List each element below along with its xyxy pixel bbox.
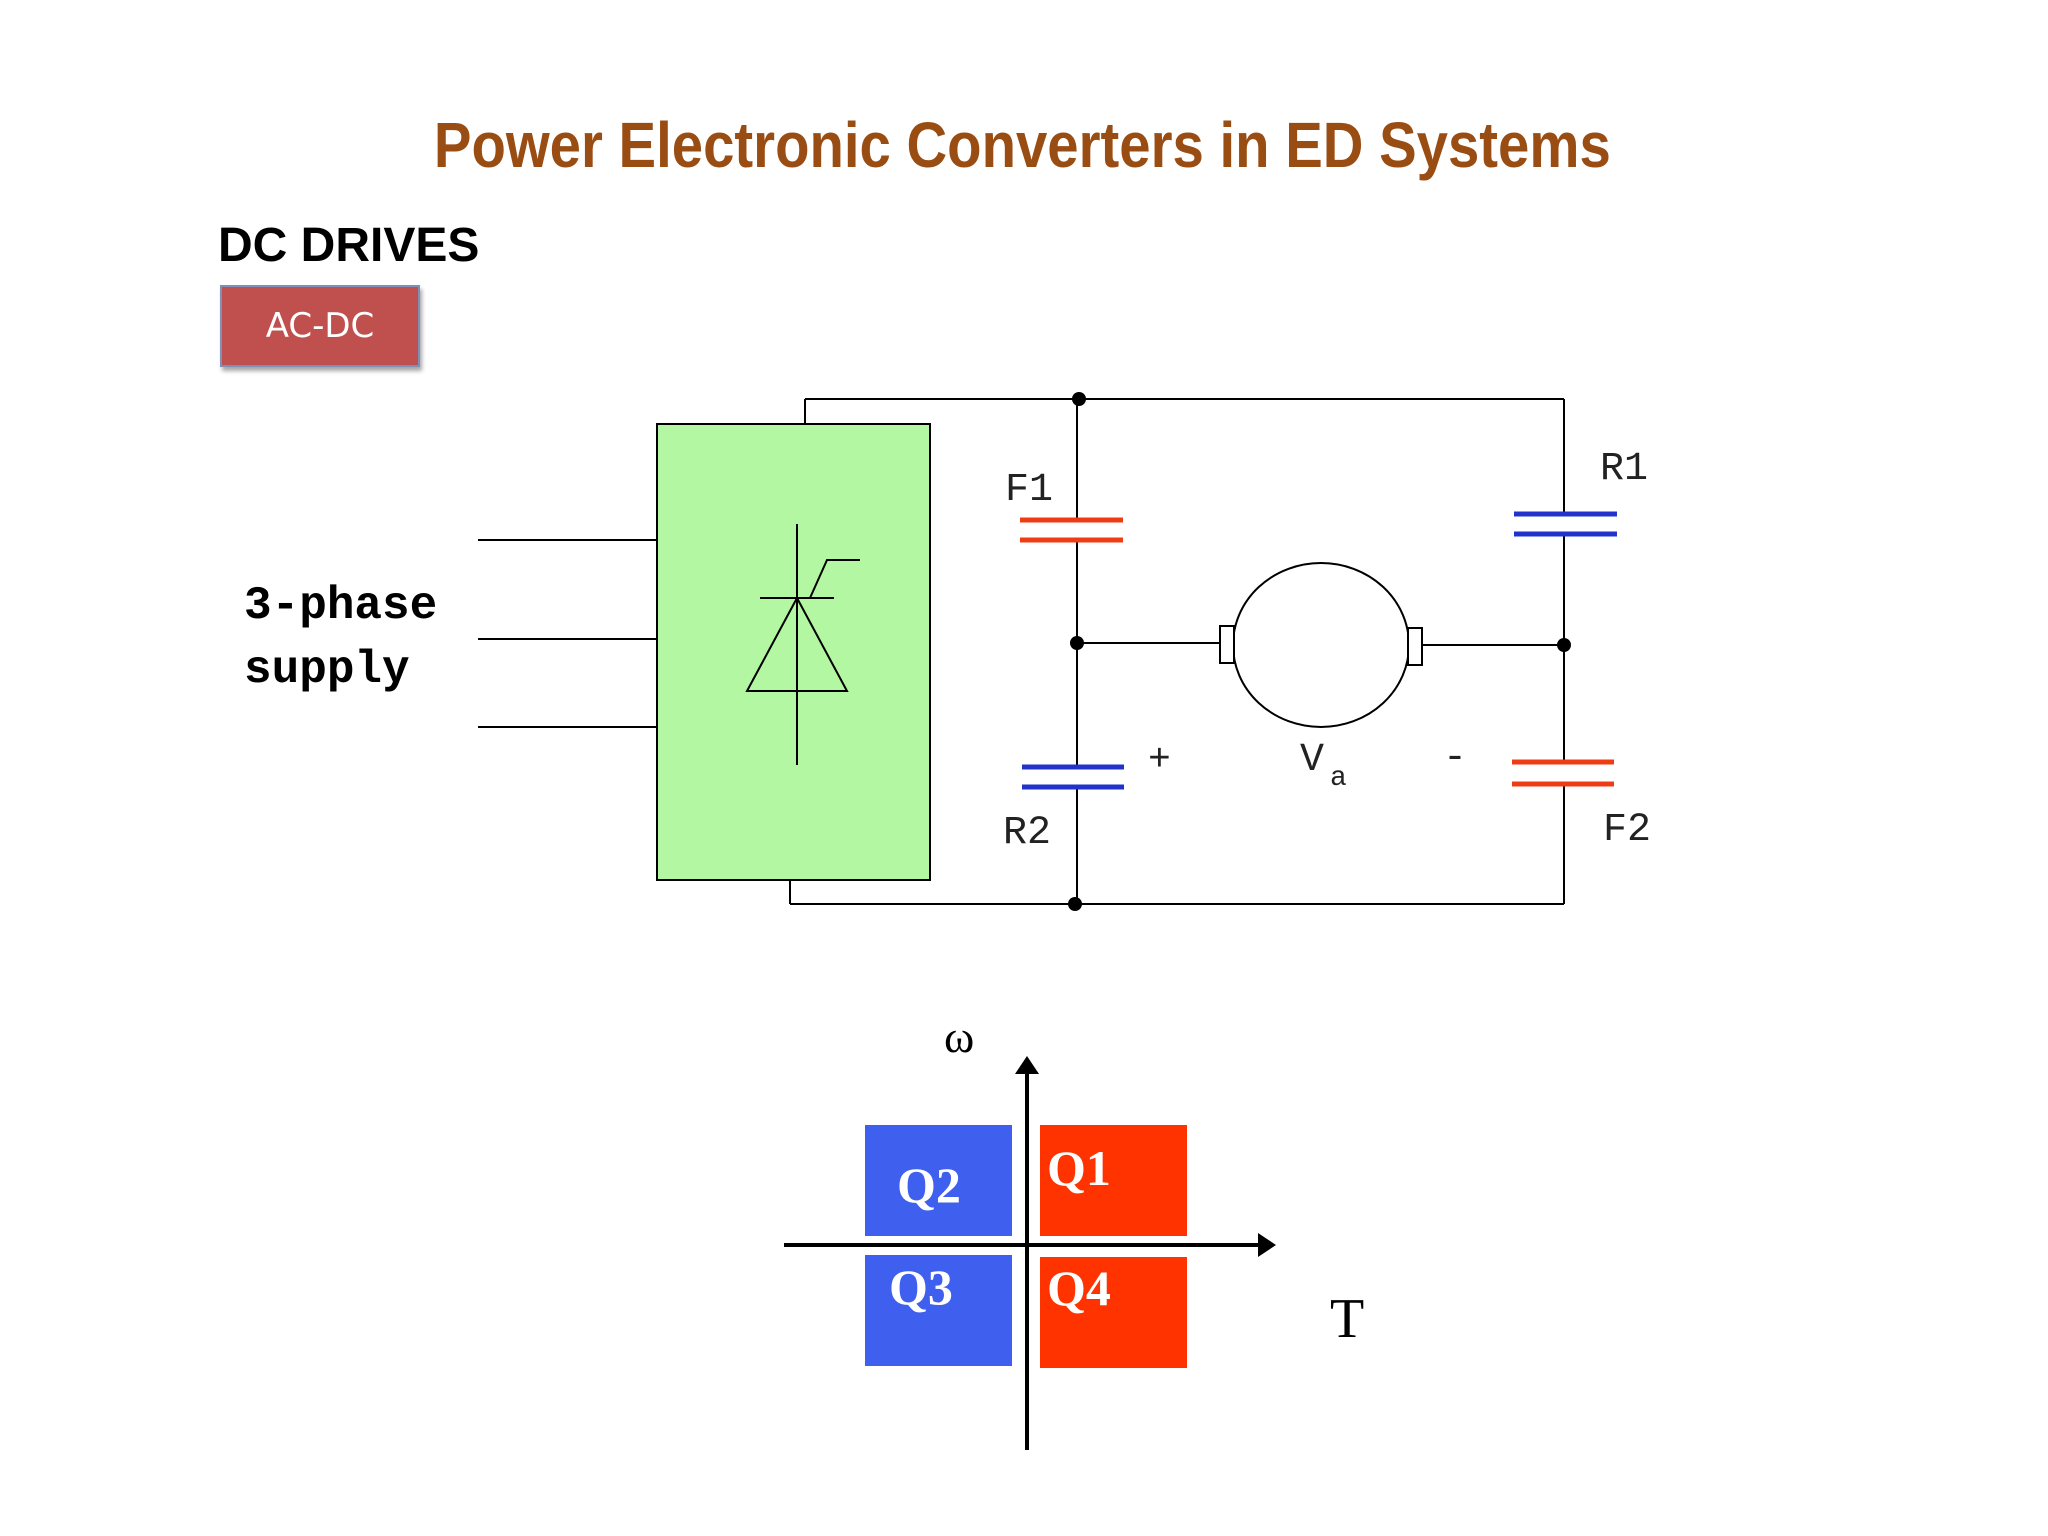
label-f2: F2 [1603,808,1651,853]
thyristor-icon [745,524,860,765]
quadrant-q2 [865,1125,1012,1236]
switch-f1 [1020,517,1123,543]
section-heading: DC DRIVES [218,219,480,272]
quadrant-q4-label: Q4 [1047,1260,1111,1316]
torque-axis-arrow [1258,1233,1276,1257]
torque-axis-label: T [1330,1288,1364,1350]
label-r2: R2 [1003,811,1051,856]
supply-lines [478,539,657,728]
switch-r1 [1514,511,1617,537]
quadrant-q1 [1040,1125,1187,1236]
quadrant-q4 [1040,1257,1187,1368]
slide-title: Power Electronic Converters in ED System… [433,109,1611,181]
junction-dots [1068,392,1571,911]
quadrant-plot: Q2 Q1 Q3 Q4 ω T [784,1011,1364,1450]
plus-sign: + [1148,739,1171,782]
speed-axis-arrow [1015,1056,1039,1074]
quadrant-q2-label: Q2 [897,1157,961,1213]
supply-label-line2: supply [244,644,410,696]
minus-sign: - [1443,736,1467,781]
label-r1: R1 [1600,447,1648,492]
speed-axis-label: ω [944,1011,974,1062]
converter-block [656,423,931,881]
ac-dc-badge: AC-DC [220,285,420,367]
switch-f2 [1512,759,1614,787]
supply-label-line1: 3-phase [244,580,437,632]
quadrant-q3-label: Q3 [889,1259,953,1315]
motor-icon [1219,562,1423,728]
quadrant-q3 [865,1255,1012,1366]
quadrant-q1-label: Q1 [1047,1140,1111,1196]
switch-r2 [1022,764,1124,790]
label-f1: F1 [1005,468,1053,513]
